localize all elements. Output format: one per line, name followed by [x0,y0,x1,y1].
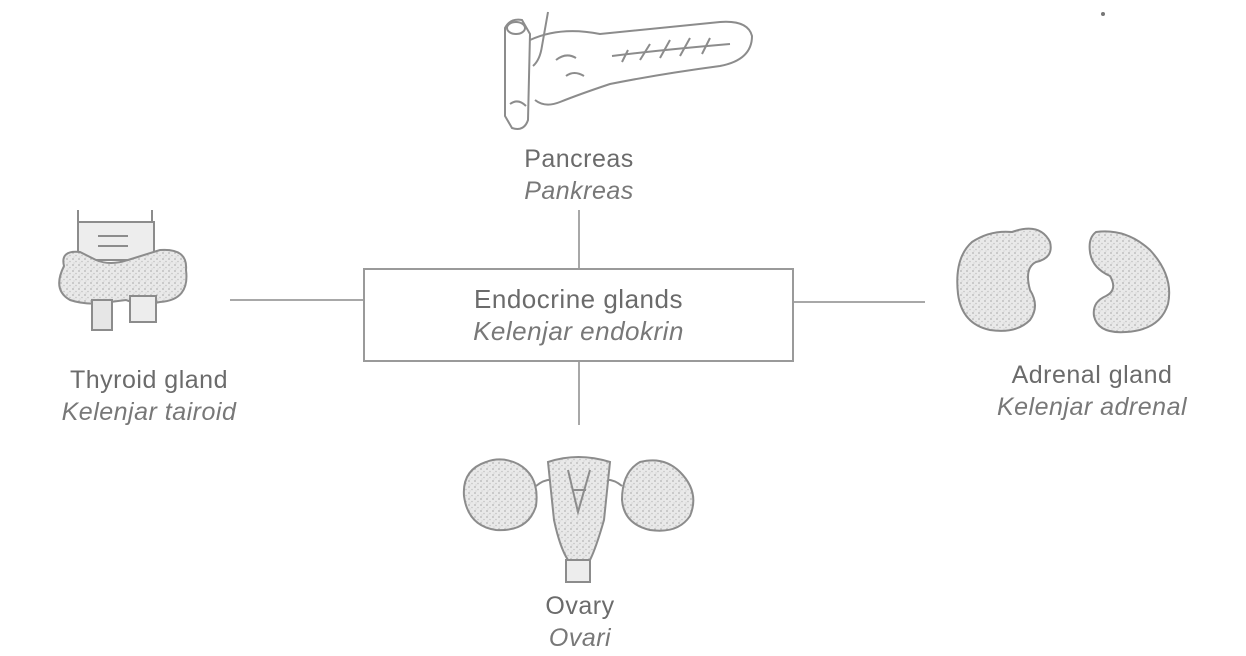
thyroid-label-ms: Kelenjar tairoid [4,396,294,428]
center-label-ms: Kelenjar endokrin [365,315,792,347]
adrenal-label-ms: Kelenjar adrenal [942,391,1242,423]
adrenal-label-en: Adrenal gland [942,359,1242,391]
adrenal-label: Adrenal gland Kelenjar adrenal [942,359,1242,423]
ovary-label-en: Ovary [480,590,680,622]
thyroid-label: Thyroid gland Kelenjar tairoid [4,364,294,428]
thyroid-label-en: Thyroid gland [4,364,294,396]
ovary-label-ms: Ovari [480,622,680,654]
ovary-label: Ovary Ovari [480,590,680,654]
pancreas-label-en: Pancreas [459,143,699,175]
adrenal-illustration [957,229,1169,333]
center-label-en: Endocrine glands [365,283,792,315]
center-node: Endocrine glands Kelenjar endokrin [363,268,794,362]
ovary-illustration [464,457,693,582]
thyroid-illustration [59,210,186,330]
pancreas-illustration [505,12,752,129]
pancreas-label: Pancreas Pankreas [459,143,699,207]
pancreas-label-ms: Pankreas [459,175,699,207]
center-label: Endocrine glands Kelenjar endokrin [365,283,792,347]
